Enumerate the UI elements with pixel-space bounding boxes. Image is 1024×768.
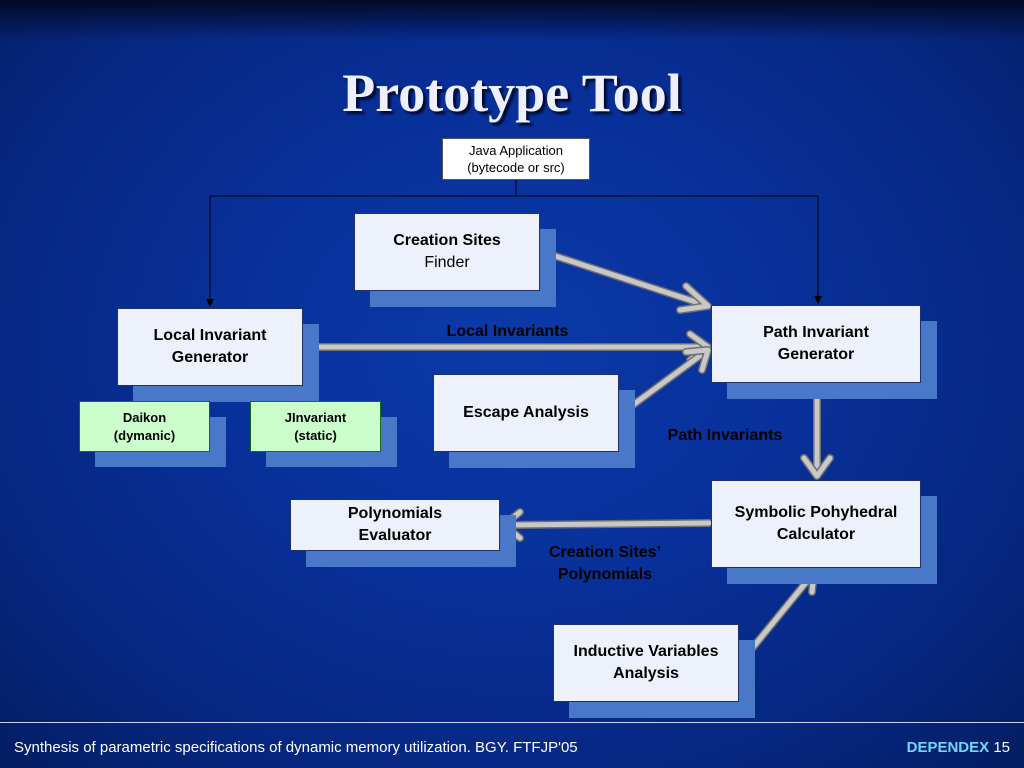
footer-text: Synthesis of parametric specifications o… [14,739,578,756]
footer-right: DEPENDEX 15 [907,739,1010,756]
slide-title: Prototype Tool [342,63,682,123]
creation-to-path-arrow [539,248,712,314]
path-invariant-line2: Generator [777,346,855,363]
symbolic-to-poly-arrow [500,508,713,542]
daikon-box: Daikon (dymanic) [79,401,210,452]
footer-brand: DEPENDEX [906,739,990,756]
escape-to-path-arrow [618,346,712,417]
inductive-line2: Analysis [613,665,679,682]
local-invariant-generator-box: Local Invariant Generator [117,308,303,386]
symbolic-calculator-box: Symbolic Pohyhedral Calculator [711,480,921,568]
polynomials-line1: Polynomials [347,505,443,522]
page-number: 15 [993,739,1010,756]
creation-sites-line1: Creation Sites [393,232,501,249]
local-invariants-label: Local Invariants [446,323,569,340]
creation-sites-line2: Finder [424,254,470,271]
symbolic-line2: Calculator [776,526,856,543]
inductive-variables-box: Inductive Variables Analysis [553,624,739,702]
jinvariant-line1: JInvariant [284,409,347,425]
escape-analysis-box: Escape Analysis [433,374,619,452]
path-invariant-generator-box: Path Invariant Generator [711,305,921,383]
path-invariant-line1: Path Invariant [763,324,869,341]
creation-sites-polynomials-line2: Polynomials [557,566,653,583]
creation-sites-polynomials-line1: Creation Sites’ [548,544,662,561]
java-application-box: Java Application (bytecode or src) [442,138,590,180]
polynomials-evaluator-box: Polynomials Evaluator [290,499,500,551]
escape-analysis-label: Escape Analysis [463,404,589,421]
path-invariants-label: Path Invariants [667,427,783,444]
creation-sites-polynomials-label: Creation Sites’ Polynomials [520,542,690,586]
inductive-line1: Inductive Variables [573,643,719,660]
java-application-line1: Java Application [469,143,563,158]
local-invariant-line2: Generator [171,349,249,366]
top-band [0,0,1024,40]
java-application-line2: (bytecode or src) [467,160,565,175]
path-to-symbolic-arrow [800,382,834,480]
footer-divider [0,722,1024,723]
local-invariant-line1: Local Invariant [153,327,267,344]
daikon-line2: (dymanic) [113,427,176,443]
jinvariant-line2: (static) [294,427,337,443]
symbolic-line1: Symbolic Pohyhedral [734,504,898,521]
jinvariant-box: JInvariant (static) [250,401,381,452]
polynomials-line2: Evaluator [358,527,432,544]
creation-sites-finder-box: Creation Sites Finder [354,213,540,291]
daikon-line1: Daikon [122,409,167,425]
